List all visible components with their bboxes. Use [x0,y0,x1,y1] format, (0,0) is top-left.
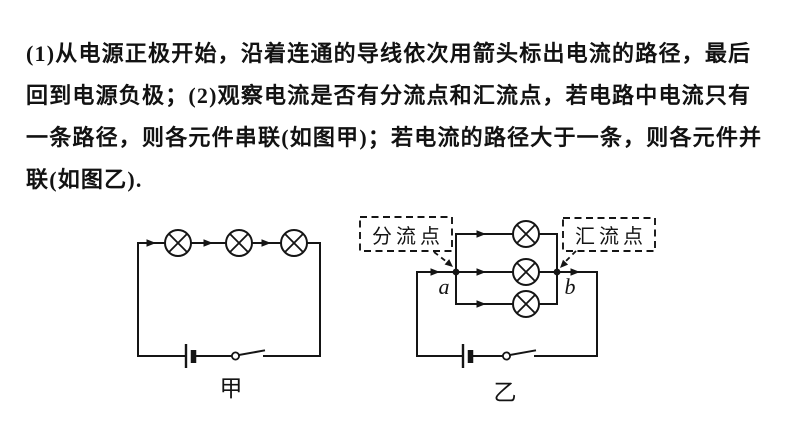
battery-icon [461,344,474,368]
callout-merge-label: 汇流点 [575,225,647,248]
battery-icon [184,344,197,368]
node-dot-icon [452,268,460,276]
current-arrow-icon [261,239,271,247]
caption-yi: 乙 [494,380,517,405]
node-dot-icon [553,268,561,276]
paragraph-line-3: 一条路径，则各元件串联(如图甲)；若电流的路径大于一条，则各元件并 [26,125,763,150]
lamp-icon [512,290,540,318]
current-arrow-icon [476,268,486,276]
caption-jia: 甲 [220,376,243,401]
switch-icon [501,349,537,361]
circuit-yi: a b 分流点 汇流点 乙 [359,216,656,405]
current-arrow-icon [570,268,580,276]
paragraph-line-2: 回到电源负极；(2)观察电流是否有分流点和汇流点，若电路中电流只有 [26,83,752,108]
callout-merge-point: 汇流点 [560,217,656,268]
node-label-b: b [565,274,576,299]
lamp-icon [164,229,192,257]
callout-arrow-icon [444,259,453,267]
lamp-icon [280,229,308,257]
lamp-icon [512,220,540,248]
current-arrow-icon [476,230,486,238]
switch-icon [230,349,266,361]
current-arrow-icon [430,268,440,276]
circuit-jia: 甲 [137,229,321,401]
wire-branches [455,233,558,305]
lamp-icon [512,258,540,286]
lamp-icon [225,229,253,257]
current-arrow-icon [476,300,486,308]
paragraph-line-4: 联(如图乙). [26,167,143,192]
paragraph-line-1: (1)从电源正极开始，沿着连通的导线依次用箭头标出电流的路径，最后 [26,41,752,66]
current-arrow-icon [146,239,156,247]
callout-split-label: 分流点 [372,225,444,248]
node-label-a: a [439,274,450,299]
callout-split-point: 分流点 [359,216,453,267]
wire-loop [137,242,321,357]
callout-arrow-icon [560,259,569,268]
current-arrow-icon [203,239,213,247]
